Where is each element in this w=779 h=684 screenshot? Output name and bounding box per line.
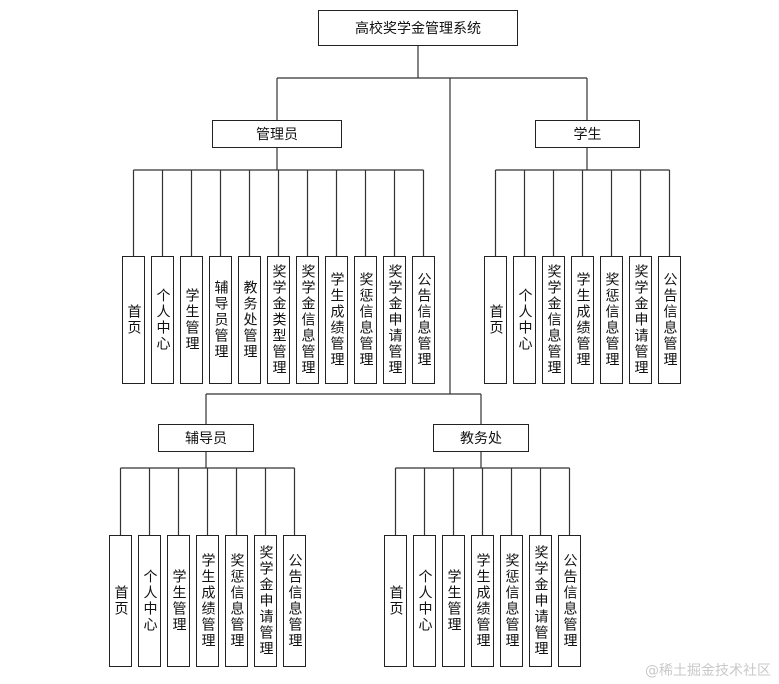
function-node: 首页: [109, 535, 132, 667]
function-node: 个人中心: [413, 535, 436, 667]
function-node: 学生成绩管理: [571, 256, 594, 384]
function-node: 学生成绩管理: [325, 256, 348, 384]
function-label: 学生管理: [170, 569, 187, 633]
function-node: 学生管理: [180, 256, 203, 384]
function-label: 公告信息管理: [286, 553, 303, 649]
function-node: 首页: [484, 256, 507, 384]
function-label: 学生成绩管理: [199, 553, 216, 649]
function-label: 奖惩信息管理: [228, 553, 245, 649]
function-label: 个人中心: [516, 288, 533, 352]
function-label: 学生成绩管理: [328, 272, 345, 368]
function-node: 公告信息管理: [412, 256, 435, 384]
function-node: 公告信息管理: [558, 535, 581, 667]
function-label: 学生成绩管理: [474, 553, 491, 649]
function-label: 个人中心: [154, 288, 171, 352]
role-label: 辅导员: [185, 431, 227, 447]
function-label: 奖学金申请管理: [386, 264, 403, 376]
role-node: 辅导员: [158, 424, 254, 452]
function-node: 奖学金申请管理: [383, 256, 406, 384]
function-node: 公告信息管理: [658, 256, 681, 384]
function-node: 奖学金申请管理: [629, 256, 652, 384]
function-label: 公告信息管理: [561, 553, 578, 649]
function-node: 辅导员管理: [209, 256, 232, 384]
function-node: 学生成绩管理: [196, 535, 219, 667]
function-label: 个人中心: [416, 569, 433, 633]
function-node: 首页: [122, 256, 145, 384]
function-node: 奖惩信息管理: [600, 256, 623, 384]
function-label: 首页: [487, 304, 504, 336]
function-label: 奖学金信息管理: [545, 264, 562, 376]
function-node: 学生管理: [442, 535, 465, 667]
function-node: 个人中心: [513, 256, 536, 384]
function-label: 奖学金申请管理: [532, 545, 549, 657]
function-node: 奖学金申请管理: [254, 535, 277, 667]
function-node: 奖学金申请管理: [529, 535, 552, 667]
function-label: 教务处管理: [241, 280, 258, 360]
role-node: 教务处: [433, 424, 529, 452]
function-node: 公告信息管理: [283, 535, 306, 667]
function-label: 奖学金申请管理: [632, 264, 649, 376]
role-label: 教务处: [460, 431, 502, 447]
function-label: 首页: [125, 304, 142, 336]
role-node: 学生: [535, 120, 640, 148]
function-node: 奖学金类型管理: [267, 256, 290, 384]
function-node: 奖学金信息管理: [296, 256, 319, 384]
function-label: 奖学金信息管理: [299, 264, 316, 376]
function-label: 首页: [112, 585, 129, 617]
root-node: 高校奖学金管理系统: [318, 10, 518, 46]
function-node: 个人中心: [138, 535, 161, 667]
function-node: 教务处管理: [238, 256, 261, 384]
function-node: 学生管理: [167, 535, 190, 667]
function-node: 个人中心: [151, 256, 174, 384]
function-label: 个人中心: [141, 569, 158, 633]
function-label: 首页: [387, 585, 404, 617]
function-label: 公告信息管理: [415, 272, 432, 368]
function-label: 奖惩信息管理: [503, 553, 520, 649]
function-node: 奖惩信息管理: [354, 256, 377, 384]
function-node: 奖惩信息管理: [225, 535, 248, 667]
root-label: 高校奖学金管理系统: [355, 21, 481, 37]
function-node: 学生成绩管理: [471, 535, 494, 667]
function-label: 奖学金类型管理: [270, 264, 287, 376]
function-label: 学生成绩管理: [574, 272, 591, 368]
function-label: 学生管理: [183, 288, 200, 352]
function-label: 学生管理: [445, 569, 462, 633]
function-node: 奖惩信息管理: [500, 535, 523, 667]
function-node: 首页: [384, 535, 407, 667]
role-label: 管理员: [256, 127, 298, 143]
function-label: 公告信息管理: [661, 272, 678, 368]
function-label: 奖学金申请管理: [257, 545, 274, 657]
function-label: 辅导员管理: [212, 280, 229, 360]
function-label: 奖惩信息管理: [603, 272, 620, 368]
function-node: 奖学金信息管理: [542, 256, 565, 384]
function-label: 奖惩信息管理: [357, 272, 374, 368]
watermark: @稀土掘金技术社区: [645, 663, 771, 679]
role-node: 管理员: [212, 120, 342, 148]
role-label: 学生: [573, 127, 602, 143]
